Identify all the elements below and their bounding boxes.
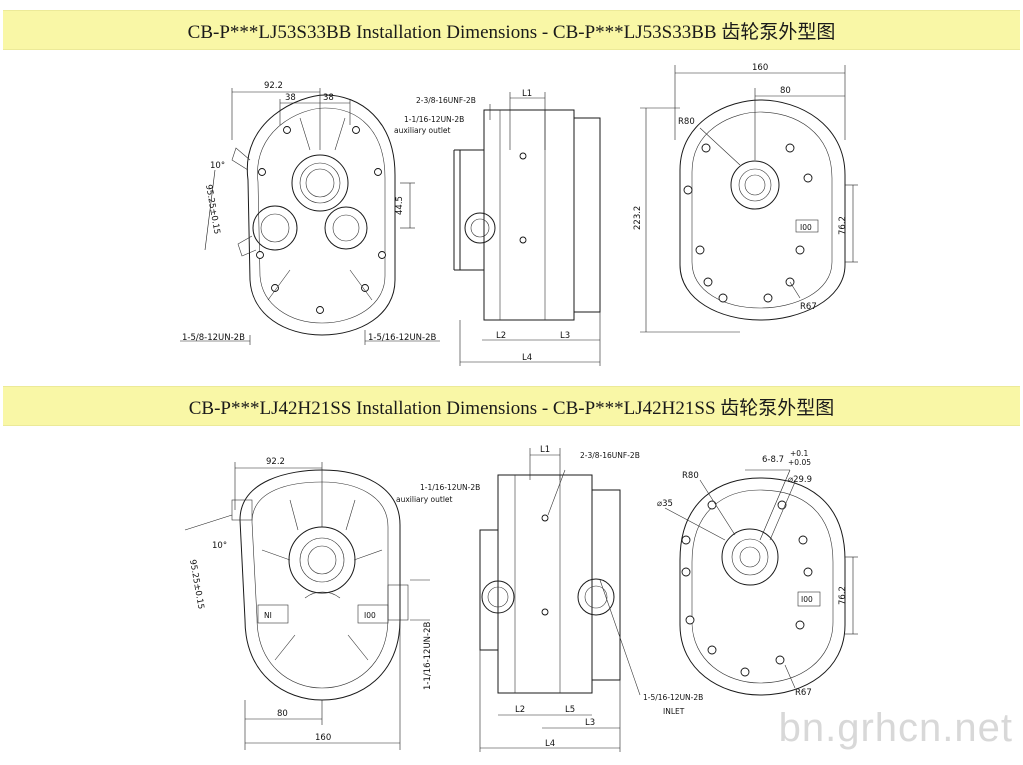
top-rear-dim-223: 223.2 (633, 206, 643, 230)
bottom-rear-tag: I00 (801, 595, 813, 604)
top-side-aux2: auxiliary outlet (394, 126, 451, 135)
bottom-front-dim-95: 95.25±0.15 (187, 559, 206, 610)
bottom-side-L5: L5 (565, 705, 575, 715)
top-side-aux1: 1-1/16-12UN-2B (404, 115, 464, 124)
top-rear-r67: R67 (800, 302, 817, 312)
bottom-front-dim-10deg: 10° (212, 541, 227, 551)
bottom-front-tag-r: I00 (364, 611, 376, 620)
top-side-view: 2-3/8-16UNF-2B 1-1/16-12UN-2B auxiliary … (394, 89, 601, 366)
top-side-L3: L3 (560, 331, 570, 341)
top-front-dim-38b: 38 (323, 93, 334, 103)
watermark: bn.grhcn.net (778, 706, 1013, 750)
bottom-rear-r80: R80 (682, 471, 699, 481)
bottom-rear-view: 6-8.7 +0.1 +0.05 R80 ⌀29.9 ⌀35 76.2 R67 … (657, 449, 858, 698)
bottom-side-L2: L2 (515, 705, 525, 715)
bottom-side-view: 2-3/8-16UNF-2B 1-1/16-12UN-2B auxiliary … (396, 445, 703, 752)
bottom-rear-key-tol-dn: +0.05 (788, 458, 811, 467)
bottom-side-aux2: auxiliary outlet (396, 495, 453, 504)
bottom-rear-dim-76: 76.2 (838, 586, 848, 605)
top-rear-dim-160: 160 (752, 63, 768, 73)
bottom-side-L3: L3 (585, 718, 595, 728)
bottom-side-thread: 2-3/8-16UNF-2B (580, 451, 640, 460)
top-front-port-left: 1-5/8-12UN-2B (182, 333, 245, 343)
top-front-dim-38a: 38 (285, 93, 296, 103)
top-front-port-right: 1-5/16-12UN-2B (368, 333, 437, 343)
top-rear-view: 160 80 R80 223.2 76.2 R67 I00 (633, 63, 858, 333)
top-front-dim-92: 92.2 (264, 81, 283, 91)
bottom-front-dim-92: 92.2 (266, 457, 285, 467)
bottom-front-dim-160: 160 (315, 733, 331, 743)
top-side-thread: 2-3/8-16UNF-2B (416, 96, 476, 105)
top-rear-tag: I00 (800, 223, 812, 232)
top-front-dim-44: 44.5 (395, 196, 405, 215)
top-side-L4: L4 (522, 353, 532, 363)
bottom-side-inlet: INLET (663, 707, 685, 716)
banner-top-title: CB-P***LJ53S33BB Installation Dimensions… (187, 21, 836, 43)
top-front-view: 92.2 38 38 10° 95.25±0.15 44.5 1-5/8-12U… (180, 81, 440, 345)
top-side-L2: L2 (496, 331, 506, 341)
top-front-dim-10deg: 10° (210, 161, 225, 171)
top-rear-r80: R80 (678, 117, 695, 127)
top-rear-dim-80: 80 (780, 86, 791, 96)
bottom-front-dim-80: 80 (277, 709, 288, 719)
bottom-front-port: 1-1/16-12UN-2B (423, 621, 433, 690)
bottom-rear-d29: ⌀29.9 (788, 475, 812, 485)
top-front-dim-95: 95.25±0.15 (203, 184, 222, 235)
bottom-side-L1: L1 (540, 445, 550, 455)
bottom-rear-d35: ⌀35 (657, 499, 673, 509)
banner-bottom: CB-P***LJ42H21SS Installation Dimensions… (3, 386, 1020, 426)
bottom-side-aux1: 1-1/16-12UN-2B (420, 483, 480, 492)
bottom-side-L4: L4 (545, 739, 555, 749)
bottom-front-tag-l: NI (264, 611, 272, 620)
banner-top: CB-P***LJ53S33BB Installation Dimensions… (3, 10, 1020, 50)
bottom-rear-key-tol-up: +0.1 (790, 449, 808, 458)
top-side-L1: L1 (522, 89, 532, 99)
banner-bottom-title: CB-P***LJ42H21SS Installation Dimensions… (188, 397, 835, 419)
bottom-rear-key: 6-8.7 (762, 455, 784, 465)
bottom-rear-r67: R67 (795, 688, 812, 698)
bottom-side-inlet-thread: 1-5/16-12UN-2B (643, 693, 703, 702)
top-rear-dim-76: 76.2 (838, 216, 848, 235)
